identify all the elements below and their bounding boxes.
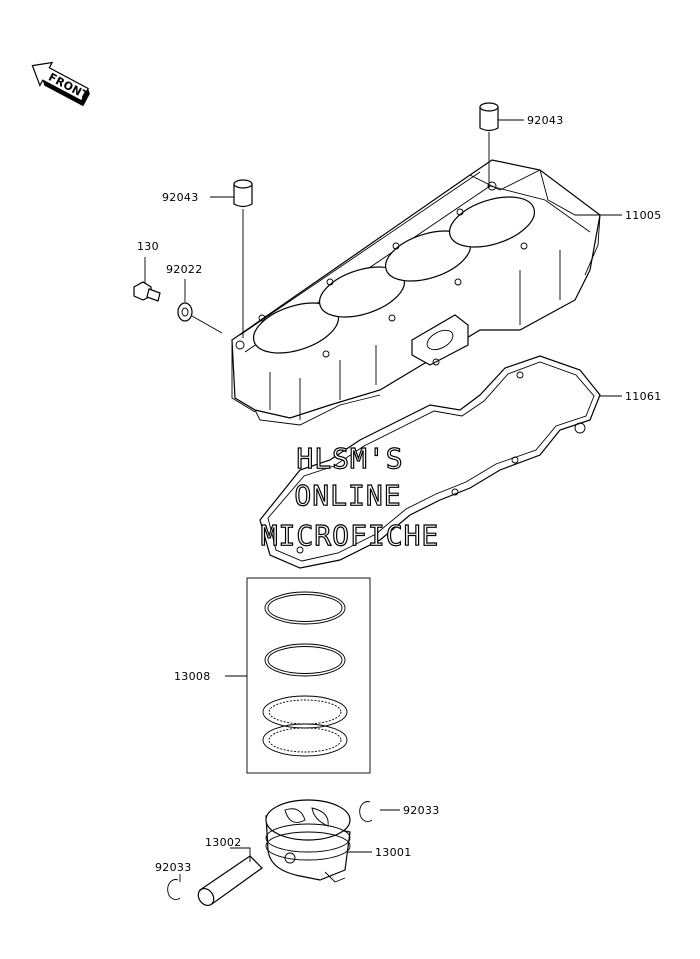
label-bolt: 130 (137, 240, 159, 253)
piston-ring-set (246, 577, 371, 774)
leader-piston-pin (230, 847, 251, 862)
label-cylinder: 11005 (625, 209, 662, 222)
cylinder-block (231, 159, 601, 426)
label-piston-pin: 13002 (205, 836, 242, 849)
label-ring-set: 13008 (174, 670, 211, 683)
label-dowel-left: 92043 (162, 191, 199, 204)
dowel-pin-top (479, 102, 499, 132)
label-gasket: 11061 (625, 390, 662, 403)
bolt-130 (133, 281, 161, 302)
dowel-pin-left (233, 179, 253, 208)
label-circlip-right: 92033 (403, 804, 440, 817)
label-washer: 92022 (166, 263, 203, 276)
watermark-line-2: ONLINE (294, 479, 401, 512)
leader-washer (184, 279, 223, 334)
label-circlip-left: 92033 (155, 861, 192, 874)
front-arrow-icon: FRONT (31, 61, 91, 107)
watermark-line-1: HLSM'S (296, 442, 403, 475)
label-dowel-top: 92043 (527, 114, 564, 127)
watermark-line-3: MICROFICHE (261, 519, 440, 552)
circlip-right (359, 801, 373, 822)
piston (265, 799, 351, 883)
watermark: HLSM'S ONLINE MICROFICHE (260, 441, 440, 552)
cylinder-gasket (259, 355, 601, 569)
piston-pin (197, 855, 263, 906)
circlip-left (167, 879, 181, 900)
leader-dowel-left (210, 196, 244, 338)
leader-dowel-top (488, 119, 524, 188)
washer-92022 (177, 302, 193, 322)
label-piston: 13001 (375, 846, 412, 859)
